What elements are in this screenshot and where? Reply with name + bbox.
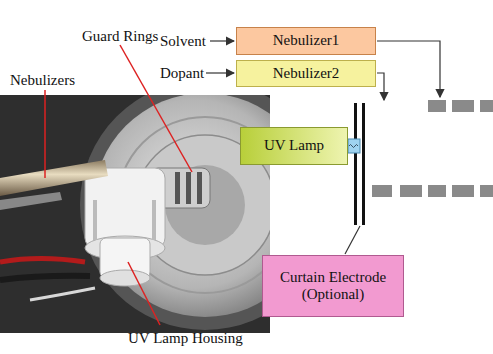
callout-box: Curtain Electrode (Optional) <box>262 255 404 317</box>
nebulizer-box: Nebulizer1 <box>236 27 376 55</box>
leader-line <box>120 45 192 172</box>
lamp-window <box>348 139 360 153</box>
input-label: Dopant <box>160 65 204 82</box>
input-label: Solvent <box>160 33 206 50</box>
node-text: UV Lamp <box>264 137 324 154</box>
photo <box>0 95 270 333</box>
part-label: UV Lamp Housing <box>128 330 243 347</box>
node-text: Curtain Electrode (Optional) <box>269 269 397 304</box>
chamber-wall <box>372 100 493 197</box>
part-label: Guard Rings <box>82 28 158 45</box>
input-arrow <box>206 72 234 73</box>
flow-line <box>377 73 384 100</box>
node-text: Nebulizer2 <box>273 65 340 82</box>
flow-line <box>377 41 440 97</box>
leader-line <box>345 226 360 254</box>
input-arrow <box>210 40 234 41</box>
electrode <box>362 103 365 225</box>
part-label: Nebulizers <box>10 72 75 89</box>
leader-line <box>44 90 46 178</box>
node-text: Nebulizer1 <box>273 32 340 49</box>
electrode <box>354 103 357 225</box>
lamp-box: UV Lamp <box>240 127 348 165</box>
nebulizer-box: Nebulizer2 <box>236 60 376 87</box>
leader-line <box>128 262 160 325</box>
